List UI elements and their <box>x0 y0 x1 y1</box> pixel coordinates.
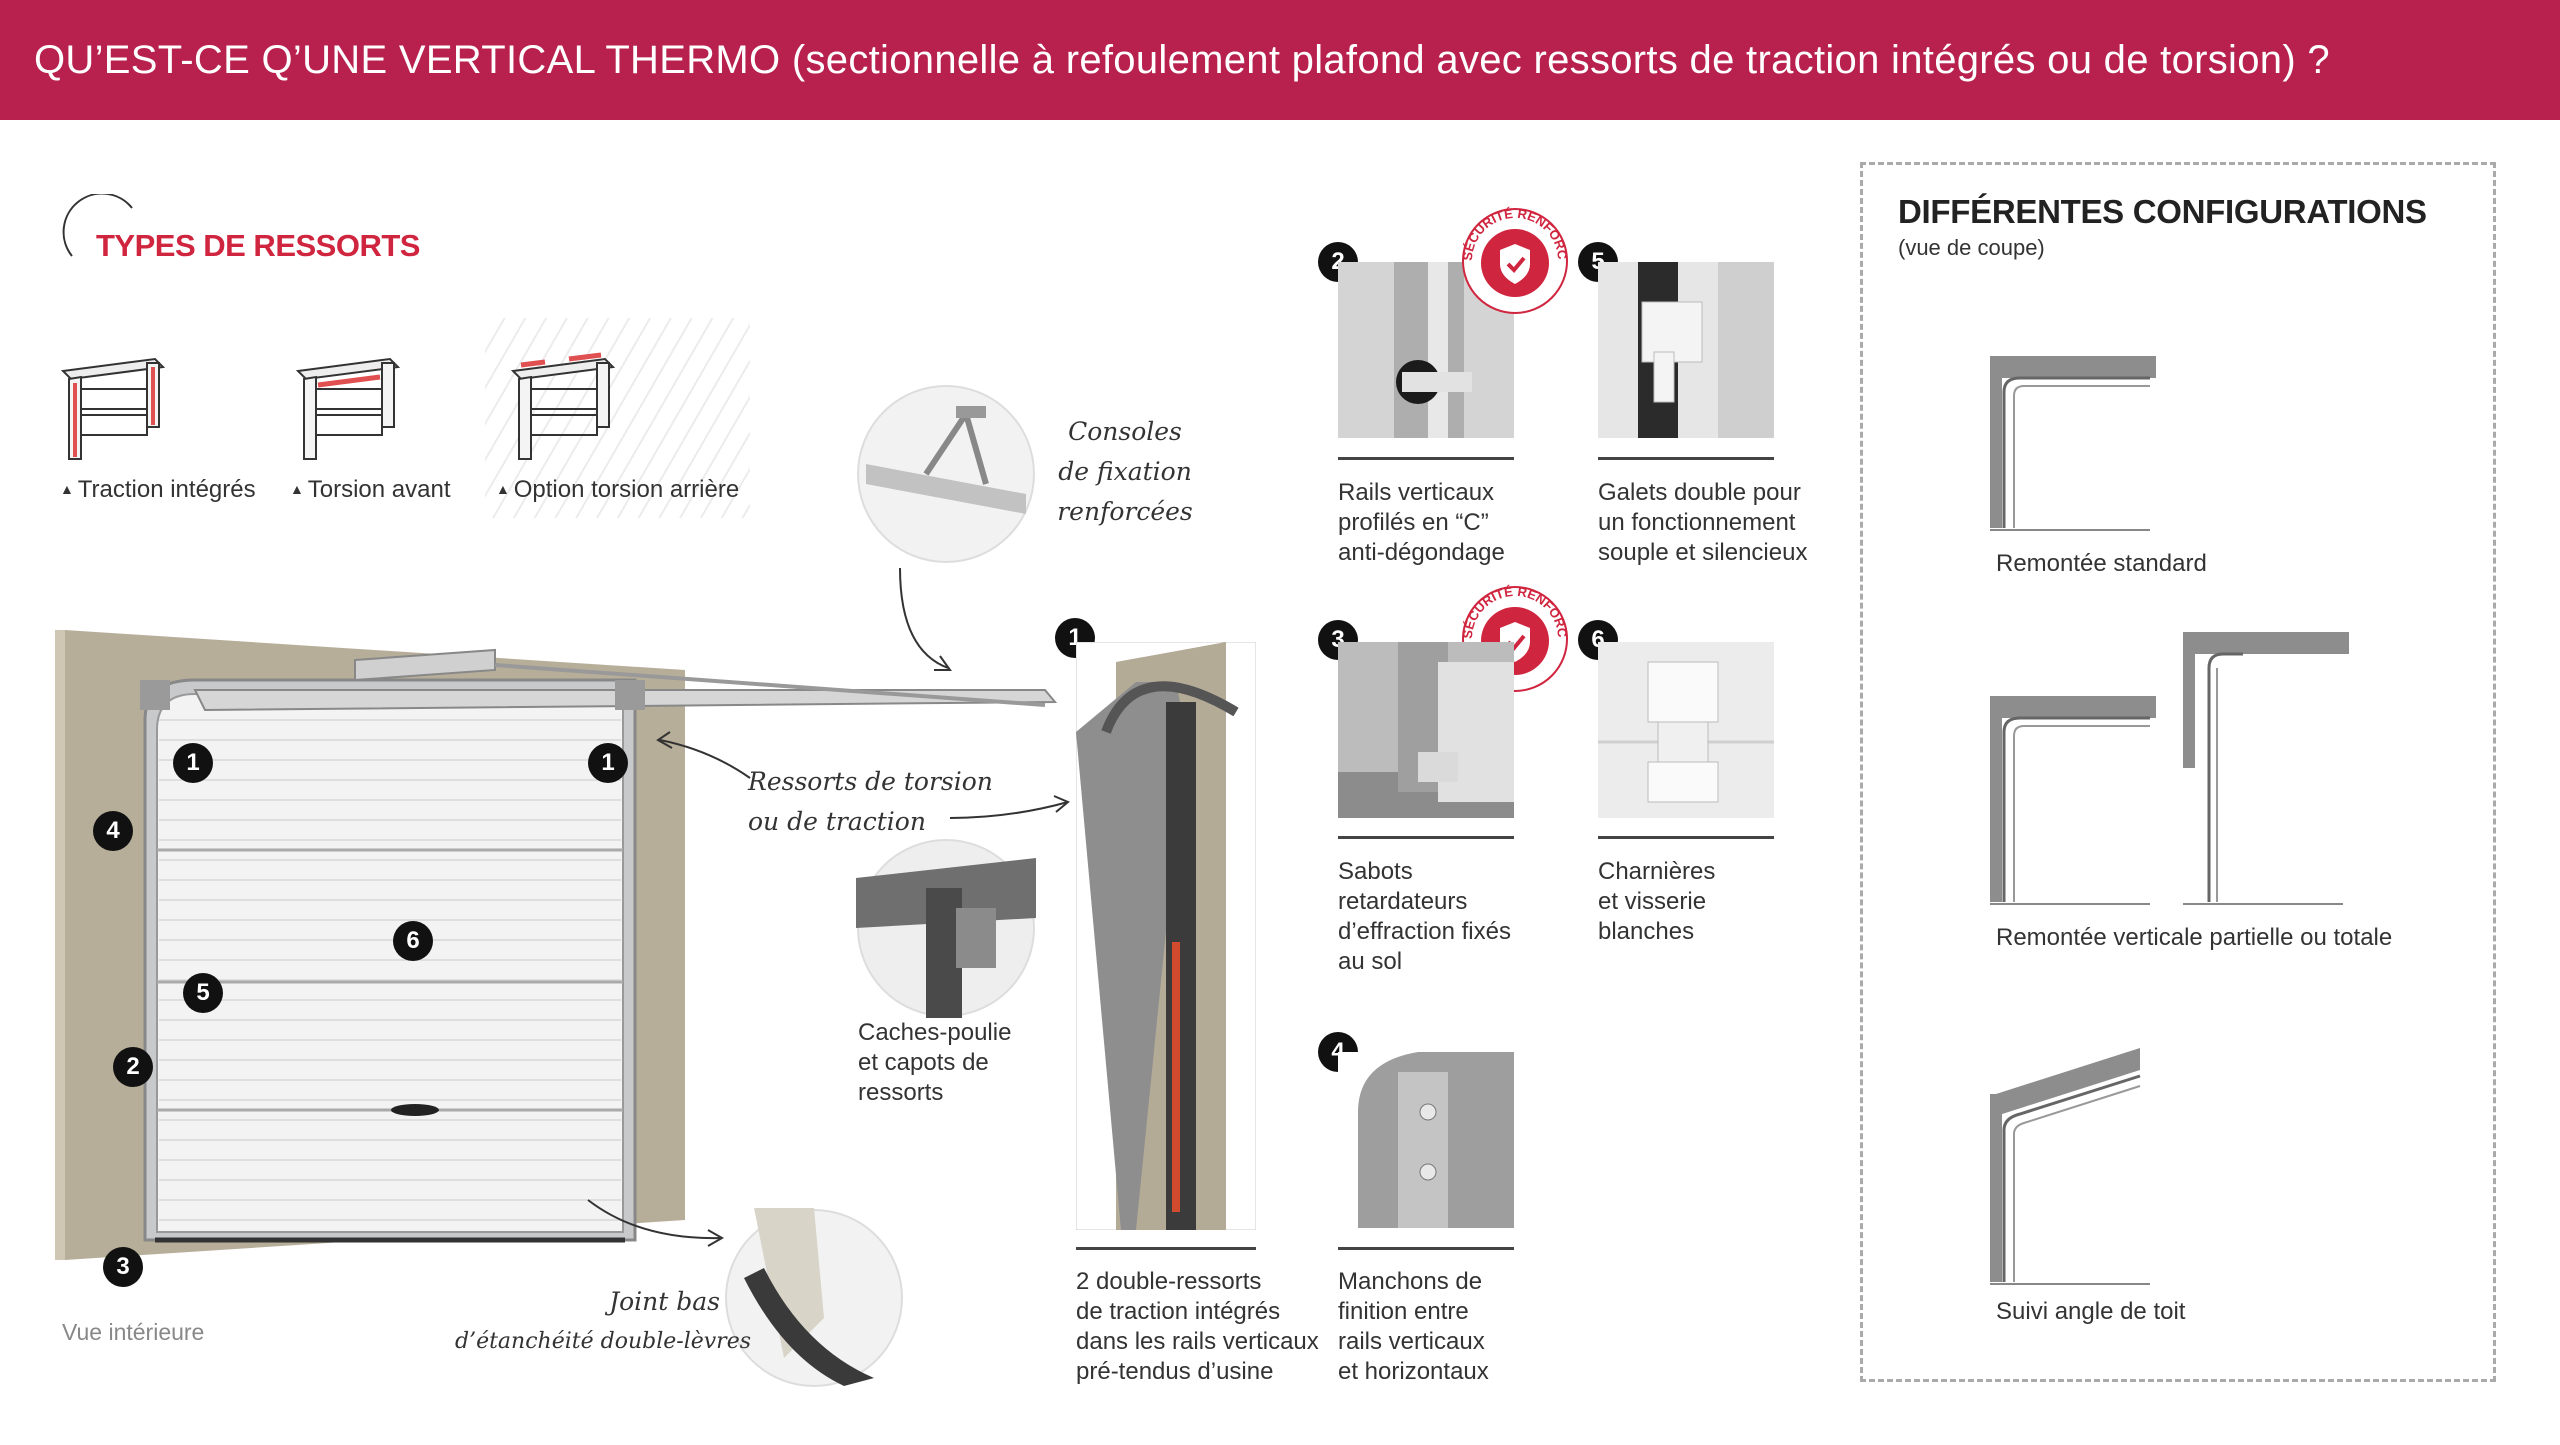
feature-6-text: Charnières et visserie blanches <box>1598 858 1716 945</box>
garage-door-illustration <box>55 630 1058 1260</box>
feature-1-image <box>1076 642 1256 1230</box>
feature-1-rule <box>1076 1247 1256 1250</box>
feature-2-rule <box>1338 457 1514 460</box>
ressorts-arrows <box>656 731 1070 819</box>
config-vertical-label: Remontée verticale partielle ou totale <box>1996 924 2393 951</box>
feature-3-text: Sabots retardateurs d’effraction fixés a… <box>1338 858 1511 975</box>
feature-4-image <box>1338 1052 1514 1228</box>
caches-annotation: Caches-poulie et capots de ressorts <box>858 1019 1012 1106</box>
configurations-panel <box>1860 162 2496 1382</box>
configurations-subtitle: (vue de coupe) <box>1898 235 2045 260</box>
spring-type-label-2: ▲ Torsion avant <box>290 476 451 503</box>
caches-detail-image <box>856 839 1036 1018</box>
config-roof-diagram <box>1990 1048 2150 1285</box>
feature-2-text: Rails verticaux profilés en “C” anti-dég… <box>1338 479 1505 566</box>
joint-annotation: Joint bas d’étanchéité double-lèvres <box>455 1287 752 1354</box>
spring-torsion-rear-icon <box>510 352 616 460</box>
feature-3-image <box>1338 642 1514 818</box>
spring-type-label-1: ▲ Traction intégrés <box>60 476 256 503</box>
triangle-up-icon: ▲ <box>290 481 308 497</box>
badge-6: 6 <box>393 921 433 961</box>
triangle-up-icon: ▲ <box>496 481 514 497</box>
feature-3-rule <box>1338 836 1514 839</box>
ressorts-annotation: Ressorts de torsion ou de traction <box>748 767 993 836</box>
spring-torsion-front-icon <box>295 357 401 460</box>
badge-1-left: 1 <box>173 743 213 783</box>
page-title: QU’EST-CE Q’UNE VERTICAL THERMO (section… <box>34 38 2330 82</box>
feature-5-image <box>1598 262 1774 438</box>
view-caption: Vue intérieure <box>62 1319 205 1345</box>
consoles-arrow <box>899 567 952 671</box>
config-roof-label: Suivi angle de toit <box>1996 1298 2186 1325</box>
spring-type-label-3: ▲ Option torsion arrière <box>496 476 740 503</box>
feature-6-image <box>1598 642 1774 818</box>
page-header: QU’EST-CE Q’UNE VERTICAL THERMO (section… <box>0 0 2560 120</box>
badge-2: 2 <box>113 1047 153 1087</box>
security-seal-1: SÉCURITÉ RENFORCÉE <box>1460 206 1570 314</box>
feature-5-text: Galets double pour un fonctionnement sou… <box>1598 479 1808 566</box>
config-standard-label: Remontée standard <box>1996 550 2207 577</box>
badge-5: 5 <box>183 973 223 1013</box>
feature-5-rule <box>1598 457 1774 460</box>
feature-6-rule <box>1598 836 1774 839</box>
config-standard-diagram <box>1990 356 2156 531</box>
badge-1-right: 1 <box>588 743 628 783</box>
feature-1-text: 2 double-ressorts de traction intégrés d… <box>1076 1268 1319 1385</box>
consoles-detail-image <box>857 385 1035 563</box>
springs-section-title: TYPES DE RESSORTS <box>96 228 420 263</box>
badge-3: 3 <box>103 1247 143 1287</box>
config-vertical-partial-diagram <box>1990 696 2156 905</box>
config-vertical-total-diagram <box>2183 632 2349 905</box>
configurations-title: DIFFÉRENTES CONFIGURATIONS <box>1898 193 2427 230</box>
section-arc-icon <box>62 194 133 257</box>
consoles-annotation: Consoles de fixation renforcées <box>1057 417 1193 526</box>
feature-4-rule <box>1338 1247 1514 1250</box>
joint-arrow <box>587 1199 725 1247</box>
badge-4: 4 <box>93 811 133 851</box>
feature-4-text: Manchons de finition entre rails vertica… <box>1338 1268 1489 1385</box>
joint-detail-image <box>725 1208 903 1387</box>
spring-traction-icon <box>60 357 166 460</box>
triangle-up-icon: ▲ <box>60 481 78 497</box>
